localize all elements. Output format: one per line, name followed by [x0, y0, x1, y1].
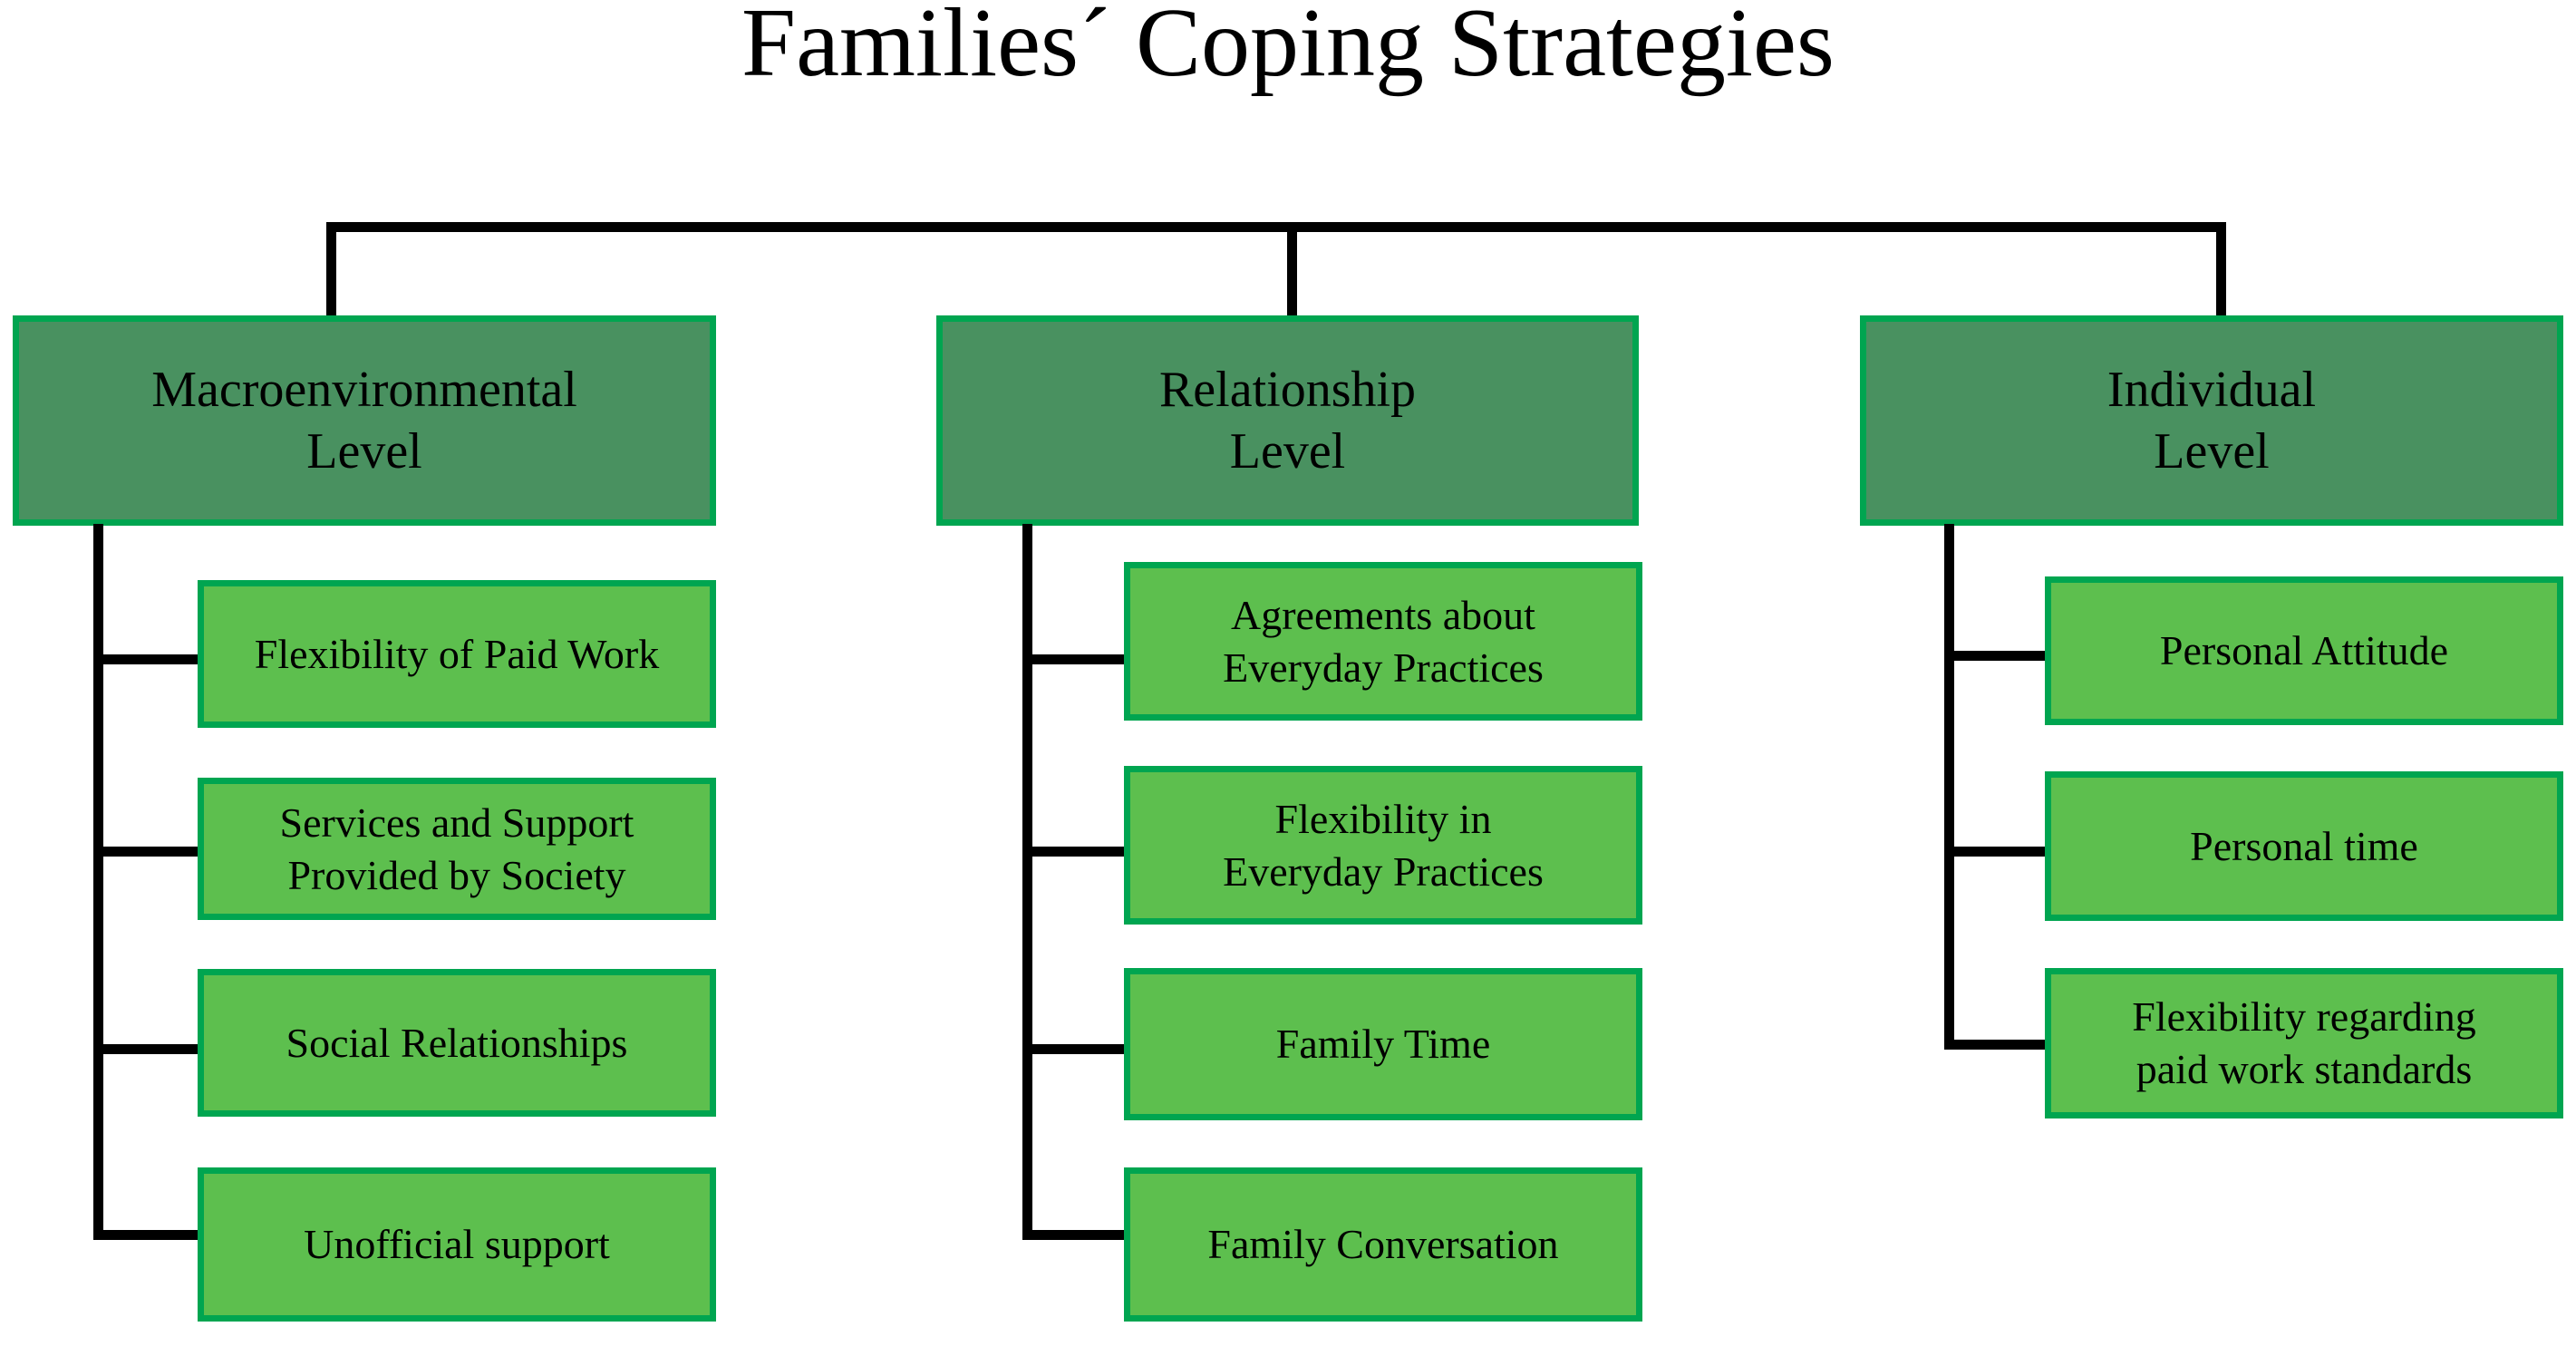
connector-individual-item-1: [1944, 651, 2055, 661]
connector-relationship-item-1: [1022, 654, 1133, 664]
page-title: Families´ Coping Strategies: [741, 0, 1835, 97]
connector-relationship-item-4: [1022, 1230, 1133, 1240]
level-box-relationship[interactable]: Relationship Level: [936, 315, 1639, 526]
item-box-label: Services and Support Provided by Society: [279, 799, 634, 898]
connector-macro-item-3: [93, 1044, 204, 1054]
branch-spine-macroenvironmental: [93, 524, 103, 1240]
item-box-flexibility-regarding-paid-work-standards[interactable]: Flexibility regarding paid work standard…: [2045, 968, 2563, 1118]
item-box-social-relationships[interactable]: Social Relationships: [198, 969, 716, 1117]
trunk-drop-right: [2216, 222, 2226, 322]
item-box-label: Family Time: [1275, 1021, 1491, 1068]
item-box-unofficial-support[interactable]: Unofficial support: [198, 1167, 716, 1322]
item-box-label: Flexibility of Paid Work: [254, 630, 660, 677]
item-box-flexibility-of-paid-work[interactable]: Flexibility of Paid Work: [198, 580, 716, 728]
connector-individual-item-3: [1944, 1040, 2055, 1050]
trunk-drop-left: [326, 222, 336, 322]
level-box-individual[interactable]: Individual Level: [1860, 315, 2563, 526]
item-box-label: Social Relationships: [286, 1019, 628, 1066]
branch-spine-individual: [1944, 524, 1954, 1050]
item-box-family-time[interactable]: Family Time: [1124, 968, 1642, 1120]
level-box-label: Macroenvironmental Level: [151, 361, 577, 479]
level-box-macroenvironmental[interactable]: Macroenvironmental Level: [13, 315, 716, 526]
connector-relationship-item-2: [1022, 847, 1133, 857]
connector-macro-item-1: [93, 654, 204, 664]
item-box-agreements-about-everyday-practices[interactable]: Agreements about Everyday Practices: [1124, 562, 1642, 721]
trunk-drop-middle: [1287, 222, 1297, 322]
item-box-label: Personal Attitude: [2159, 627, 2449, 674]
item-box-flexibility-in-everyday-practices[interactable]: Flexibility in Everyday Practices: [1124, 766, 1642, 925]
level-box-label: Relationship Level: [1158, 361, 1417, 479]
item-box-family-conversation[interactable]: Family Conversation: [1124, 1167, 1642, 1322]
item-box-personal-time[interactable]: Personal time: [2045, 771, 2563, 921]
level-box-label: Individual Level: [2106, 361, 2317, 479]
item-box-personal-attitude[interactable]: Personal Attitude: [2045, 576, 2563, 725]
trunk-horizontal-bar: [326, 222, 2226, 232]
item-box-label: Agreements about Everyday Practices: [1223, 591, 1544, 691]
connector-macro-item-4: [93, 1230, 204, 1240]
item-box-services-and-support[interactable]: Services and Support Provided by Society: [198, 778, 716, 920]
branch-spine-relationship: [1022, 524, 1032, 1240]
item-box-label: Unofficial support: [304, 1221, 610, 1268]
item-box-label: Personal time: [2190, 822, 2418, 869]
connector-individual-item-2: [1944, 847, 2055, 857]
item-box-label: Flexibility regarding paid work standard…: [2132, 993, 2476, 1092]
connector-relationship-item-3: [1022, 1044, 1133, 1054]
connector-macro-item-2: [93, 847, 204, 857]
item-box-label: Family Conversation: [1207, 1221, 1559, 1268]
item-box-label: Flexibility in Everyday Practices: [1223, 795, 1544, 895]
